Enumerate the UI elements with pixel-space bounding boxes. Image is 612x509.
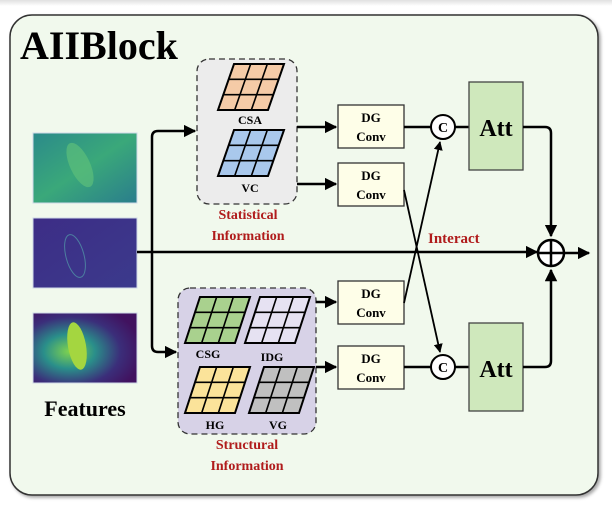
statistical-caption-line2: Information bbox=[211, 229, 284, 244]
feature-map-1-object bbox=[66, 142, 94, 188]
sum-node bbox=[536, 238, 566, 268]
csa-grid-gridline bbox=[250, 63, 269, 111]
concat-2-symbol: C bbox=[438, 361, 448, 376]
plus-icon bbox=[538, 240, 564, 266]
att-1-label: Att bbox=[479, 116, 512, 142]
vc-grid-gridline bbox=[250, 129, 269, 177]
dgconv-4-line1: DG bbox=[361, 351, 381, 366]
dgconv-block-1: DG Conv bbox=[337, 104, 405, 149]
interact-label: Interact bbox=[428, 231, 480, 247]
dgconv-2-line2: Conv bbox=[356, 187, 386, 202]
structural-info-group: CSG IDG HG VG Structural Information bbox=[177, 287, 317, 474]
features-label: Features bbox=[44, 396, 126, 421]
feature-images: Features bbox=[32, 132, 138, 421]
cross-line-dgconv2-to-concat2 bbox=[403, 189, 443, 353]
structural-caption-line1: Structural bbox=[216, 438, 278, 453]
branch-to-structural bbox=[150, 252, 178, 359]
hg-grid bbox=[183, 366, 252, 414]
dgconv-3-line1: DG bbox=[361, 286, 381, 301]
block-title: AIIBlock bbox=[20, 23, 179, 68]
vg-label: VG bbox=[269, 418, 287, 432]
idg-grid-gridline bbox=[277, 296, 295, 344]
csg-grid bbox=[183, 296, 252, 344]
line-att2-to-sum bbox=[523, 268, 558, 369]
concat-node-1: C bbox=[430, 114, 456, 140]
dgconv-3-line2: Conv bbox=[356, 305, 386, 320]
dgconv-1-line1: DG bbox=[361, 110, 381, 125]
idg-label: IDG bbox=[261, 350, 284, 364]
csa-label: CSA bbox=[238, 113, 262, 127]
dgconv-block-4: DG Conv bbox=[337, 345, 405, 390]
concat-1-symbol: C bbox=[438, 121, 448, 136]
hg-label: HG bbox=[206, 418, 225, 432]
csa-grid-gridline bbox=[233, 63, 252, 111]
vc-grid-gridline bbox=[233, 129, 252, 177]
attention-block-2: Att bbox=[468, 322, 524, 412]
dgconv-4-line2: Conv bbox=[356, 370, 386, 385]
hg-grid-gridline bbox=[200, 366, 218, 414]
csg-grid-gridline bbox=[200, 296, 218, 344]
feature-map-2 bbox=[32, 217, 138, 289]
dgconv-block-2: DG Conv bbox=[337, 162, 405, 207]
concat-node-2: C bbox=[430, 354, 456, 380]
vc-grid bbox=[216, 129, 286, 177]
csg-label: CSG bbox=[196, 347, 221, 361]
feature-map-3-object bbox=[67, 322, 87, 370]
csg-grid-gridline bbox=[217, 296, 235, 344]
structural-caption-line2: Information bbox=[210, 459, 283, 474]
cross-line-dgconv3-to-concat1 bbox=[403, 141, 443, 304]
idg-grid bbox=[243, 296, 312, 344]
window-top-edge bbox=[0, 0, 612, 6]
vg-grid-gridline bbox=[264, 366, 282, 414]
dgconv-1-line2: Conv bbox=[356, 129, 386, 144]
line-att1-to-sum bbox=[523, 125, 558, 238]
attention-block-1: Att bbox=[468, 81, 524, 171]
statistical-info-group: CSA VC Statistical Information bbox=[196, 58, 298, 244]
branch-to-statistical bbox=[150, 124, 197, 252]
statistical-caption-line1: Statistical bbox=[218, 208, 277, 223]
hg-grid-gridline bbox=[217, 366, 235, 414]
dgconv-2-line1: DG bbox=[361, 168, 381, 183]
vg-grid-gridline bbox=[281, 366, 299, 414]
vg-grid bbox=[247, 366, 316, 414]
feature-map-2-object bbox=[64, 234, 86, 278]
vc-label: VC bbox=[241, 181, 258, 195]
idg-grid-gridline bbox=[260, 296, 278, 344]
dgconv-block-3: DG Conv bbox=[337, 280, 405, 325]
csa-grid bbox=[216, 63, 286, 111]
att-2-label: Att bbox=[479, 357, 512, 383]
